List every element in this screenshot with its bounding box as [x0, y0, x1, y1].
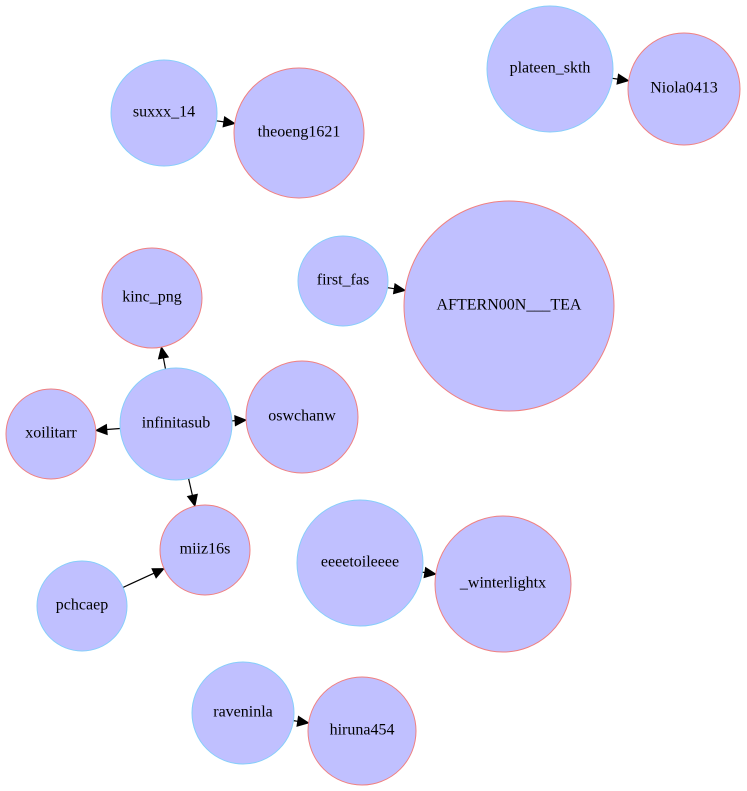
node-circle[interactable]	[403, 200, 615, 412]
arrowhead-icon	[234, 414, 248, 427]
edge-infinitasub-to-oswchanw	[231, 414, 248, 427]
arrowhead-icon	[186, 493, 198, 508]
edge-infinitasub-to-kinc-png	[157, 345, 170, 370]
node-circle[interactable]	[101, 247, 203, 349]
node-label: raveninla	[213, 704, 273, 721]
node-theoeng1621[interactable]: theoeng1621	[233, 67, 365, 199]
node-circle[interactable]	[110, 59, 218, 167]
node-plateen-skth[interactable]: plateen_skth	[486, 5, 614, 133]
edge-line	[293, 720, 298, 722]
node-label: _winterlightx	[459, 575, 546, 592]
node-miiz16s[interactable]: miiz16s	[159, 504, 251, 596]
edge-plateen-skth-to-niola0413	[612, 73, 630, 85]
edges-layer	[94, 73, 630, 727]
node-pchcaep[interactable]: pchcaep	[36, 560, 128, 652]
node-label: pchcaep	[56, 597, 108, 614]
node-xoilitarr[interactable]: xoilitarr	[5, 388, 97, 480]
node-eeeetoileeee[interactable]: eeeetoileeee	[296, 499, 424, 627]
edge-infinitasub-to-miiz16s	[186, 478, 198, 508]
node-circle[interactable]	[307, 676, 417, 786]
node-label: kinc_png	[122, 289, 182, 306]
node-label: plateen_skth	[510, 60, 591, 77]
arrowhead-icon	[296, 715, 310, 727]
node-circle[interactable]	[627, 32, 741, 146]
edge-pchcaep-to-miiz16s	[122, 568, 166, 588]
node-winterlightx[interactable]: _winterlightx	[434, 515, 572, 653]
edge-line	[387, 287, 395, 290]
node-niola0413[interactable]: Niola0413	[627, 32, 741, 146]
arrowhead-icon	[222, 116, 236, 128]
node-label: miiz16s	[180, 541, 231, 558]
node-raveninla[interactable]: raveninla	[191, 661, 295, 765]
edge-line	[216, 120, 224, 123]
node-circle[interactable]	[245, 360, 359, 474]
node-label: xoilitarr	[25, 425, 77, 442]
edge-line	[162, 357, 167, 370]
edge-line	[122, 572, 155, 588]
node-circle[interactable]	[5, 388, 97, 480]
node-circle[interactable]	[297, 235, 389, 327]
node-label: hiruna454	[330, 722, 395, 739]
node-circle[interactable]	[36, 560, 128, 652]
arrowhead-icon	[423, 566, 437, 579]
arrowhead-icon	[151, 568, 166, 579]
node-label: oswchanw	[268, 408, 336, 425]
node-label: eeeetoileeee	[321, 554, 399, 571]
node-circle[interactable]	[191, 661, 295, 765]
node-oswchanw[interactable]: oswchanw	[245, 360, 359, 474]
node-circle[interactable]	[119, 367, 233, 481]
node-label: AFTERN00N___TEA	[437, 297, 582, 314]
edge-raveninla-to-hiruna454	[293, 715, 310, 727]
node-aftern00n-tea[interactable]: AFTERN00N___TEA	[403, 200, 615, 412]
node-label: Niola0413	[650, 80, 718, 97]
node-circle[interactable]	[434, 515, 572, 653]
node-hiruna454[interactable]: hiruna454	[307, 676, 417, 786]
node-circle[interactable]	[296, 499, 424, 627]
edge-line	[188, 478, 193, 496]
node-kinc-png[interactable]: kinc_png	[101, 247, 203, 349]
node-label: infinitasub	[142, 415, 210, 432]
arrowhead-icon	[157, 345, 170, 360]
node-suxxx-14[interactable]: suxxx_14	[110, 59, 218, 167]
node-first-fas[interactable]: first_fas	[297, 235, 389, 327]
edge-eeeetoileeee-to-winterlightx	[422, 566, 437, 579]
node-circle[interactable]	[233, 67, 365, 199]
node-label: suxxx_14	[133, 104, 195, 121]
node-infinitasub[interactable]: infinitasub	[119, 367, 233, 481]
nodes-layer: suxxx_14 theoeng1621 plateen_skthNiola0413…	[5, 5, 741, 786]
edge-infinitasub-to-xoilitarr	[94, 423, 121, 436]
edge-first-fas-to-aftern00n-tea	[387, 282, 407, 295]
edge-line	[106, 427, 121, 431]
arrowhead-icon	[94, 423, 108, 436]
edge-suxxx-14-to-theoeng1621	[216, 116, 236, 128]
node-circle[interactable]	[486, 5, 614, 133]
node-label: first_fas	[317, 272, 369, 289]
arrowhead-icon	[616, 73, 630, 85]
node-label: theoeng1621	[258, 124, 341, 141]
node-circle[interactable]	[159, 504, 251, 596]
edge-line	[612, 77, 618, 80]
arrowhead-icon	[392, 282, 407, 295]
